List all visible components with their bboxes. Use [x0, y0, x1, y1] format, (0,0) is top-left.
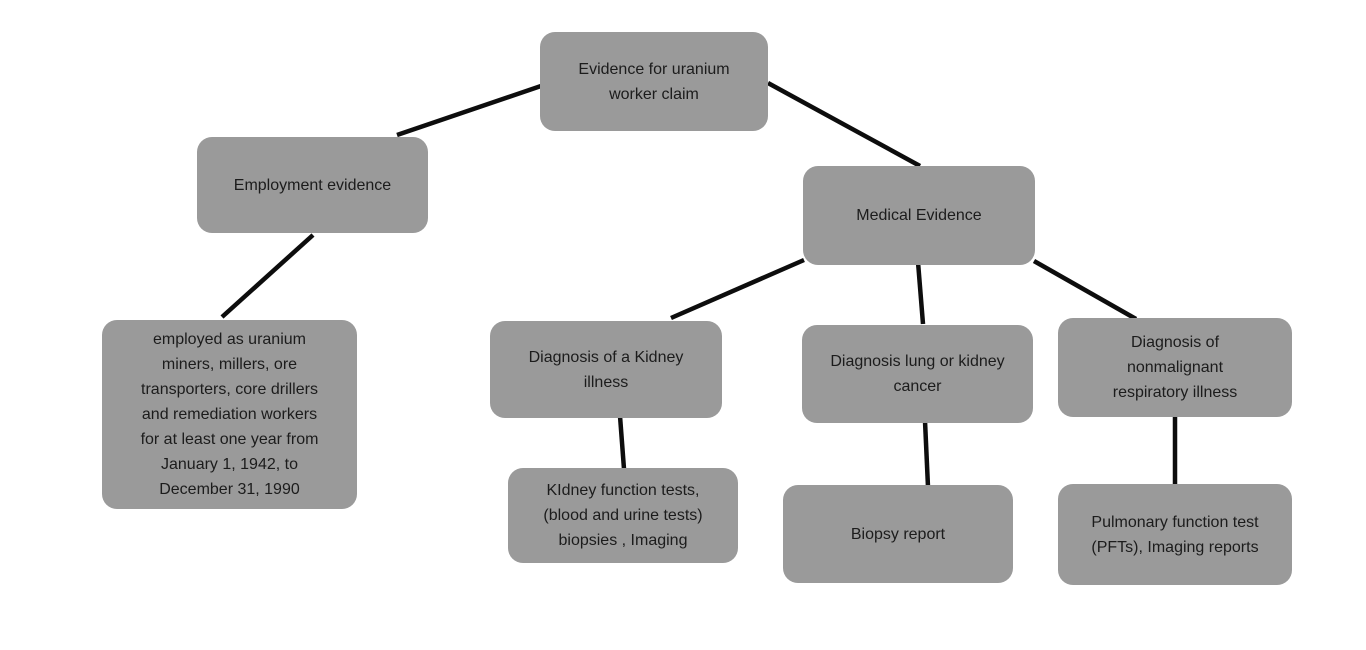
- node-biopsy-report: Biopsy report: [783, 485, 1013, 583]
- node-label-lung-kidney-cancer: Diagnosis lung or kidney cancer: [830, 353, 1005, 395]
- node-diagnosis-kidney-illness: Diagnosis of a Kidney illness: [490, 321, 722, 418]
- node-diagnosis-lung-or-kidney-cancer: Diagnosis lung or kidney cancer: [802, 325, 1033, 423]
- node-label-kidney-illness: Diagnosis of a Kidney illness: [528, 348, 684, 391]
- node-label-kidney-tests: KIdney function tests, (blood and urine …: [543, 482, 703, 549]
- node-diagnosis-nonmalignant-respiratory: Diagnosis of nonmalignant respiratory il…: [1058, 318, 1292, 417]
- node-label-employment: Employment evidence: [233, 176, 392, 194]
- node-employment-evidence: Employment evidence: [197, 137, 428, 233]
- node-label-employment-detail: employed as uranium miners, millers, ore…: [140, 331, 319, 498]
- node-medical-evidence: Medical Evidence: [803, 166, 1035, 265]
- connector-root-employment: [396, 83, 542, 138]
- node-label-nonmalignant: Diagnosis of nonmalignant respiratory il…: [1112, 334, 1238, 401]
- node-label-pulmonary: Pulmonary function test (PFTs), Imaging …: [1091, 513, 1259, 556]
- node-label-medical: Medical Evidence: [856, 207, 982, 224]
- node-evidence-for-uranium-worker-claim: Evidence for uranium worker claim: [540, 32, 768, 131]
- node-kidney-function-tests: KIdney function tests, (blood and urine …: [508, 468, 738, 563]
- connector-root-medical: [766, 81, 922, 168]
- node-label-root: Evidence for uranium worker claim: [578, 60, 730, 103]
- connector-kidney-illness-tests: [617, 415, 627, 470]
- connector-lung-kidney-biopsy: [922, 420, 931, 488]
- node-label-biopsy: Biopsy report: [850, 525, 946, 543]
- connector-medical-nonmalignant: [1032, 259, 1138, 321]
- connector-medical-lung-kidney: [915, 261, 926, 325]
- connector-medical-kidney-illness: [670, 257, 805, 321]
- connector-employment-detail: [220, 233, 315, 319]
- node-employment-detail: employed as uranium miners, millers, ore…: [102, 320, 357, 509]
- node-pulmonary-function-test: Pulmonary function test (PFTs), Imaging …: [1058, 484, 1292, 585]
